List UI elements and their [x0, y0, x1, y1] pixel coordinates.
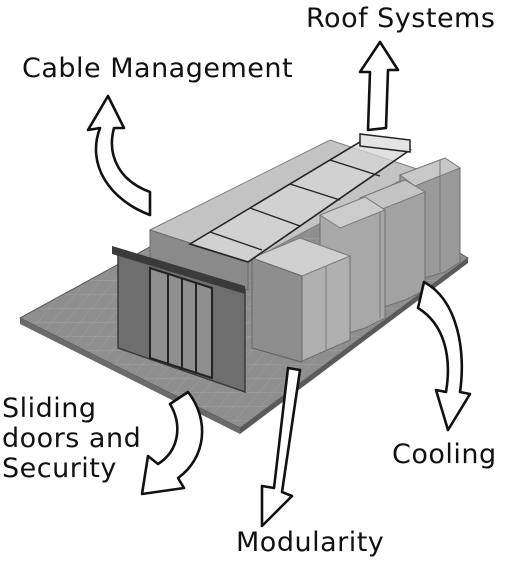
rack-row-right	[250, 157, 462, 363]
sliding-doors-label: Sliding doors and Security	[2, 393, 162, 485]
cooling-arrow	[416, 280, 472, 432]
roof-glass-panels	[188, 133, 413, 263]
cable-management-label: Cable Management	[22, 53, 294, 84]
front-sliding-doors	[112, 246, 246, 394]
cable-management-arrow	[86, 94, 152, 217]
sliding-doors-label-line3: Security	[2, 453, 117, 485]
roof-systems-arrow	[358, 40, 400, 132]
sliding-doors-arrow	[140, 390, 204, 496]
modularity-label: Modularity	[236, 527, 385, 558]
cooling-label: Cooling	[392, 439, 497, 470]
roof-systems-label: Roof Systems	[306, 3, 496, 34]
modularity-arrow	[260, 366, 302, 528]
sliding-doors-label-line1: Sliding	[2, 393, 97, 424]
sliding-doors-label-line2: doors and	[2, 423, 142, 455]
